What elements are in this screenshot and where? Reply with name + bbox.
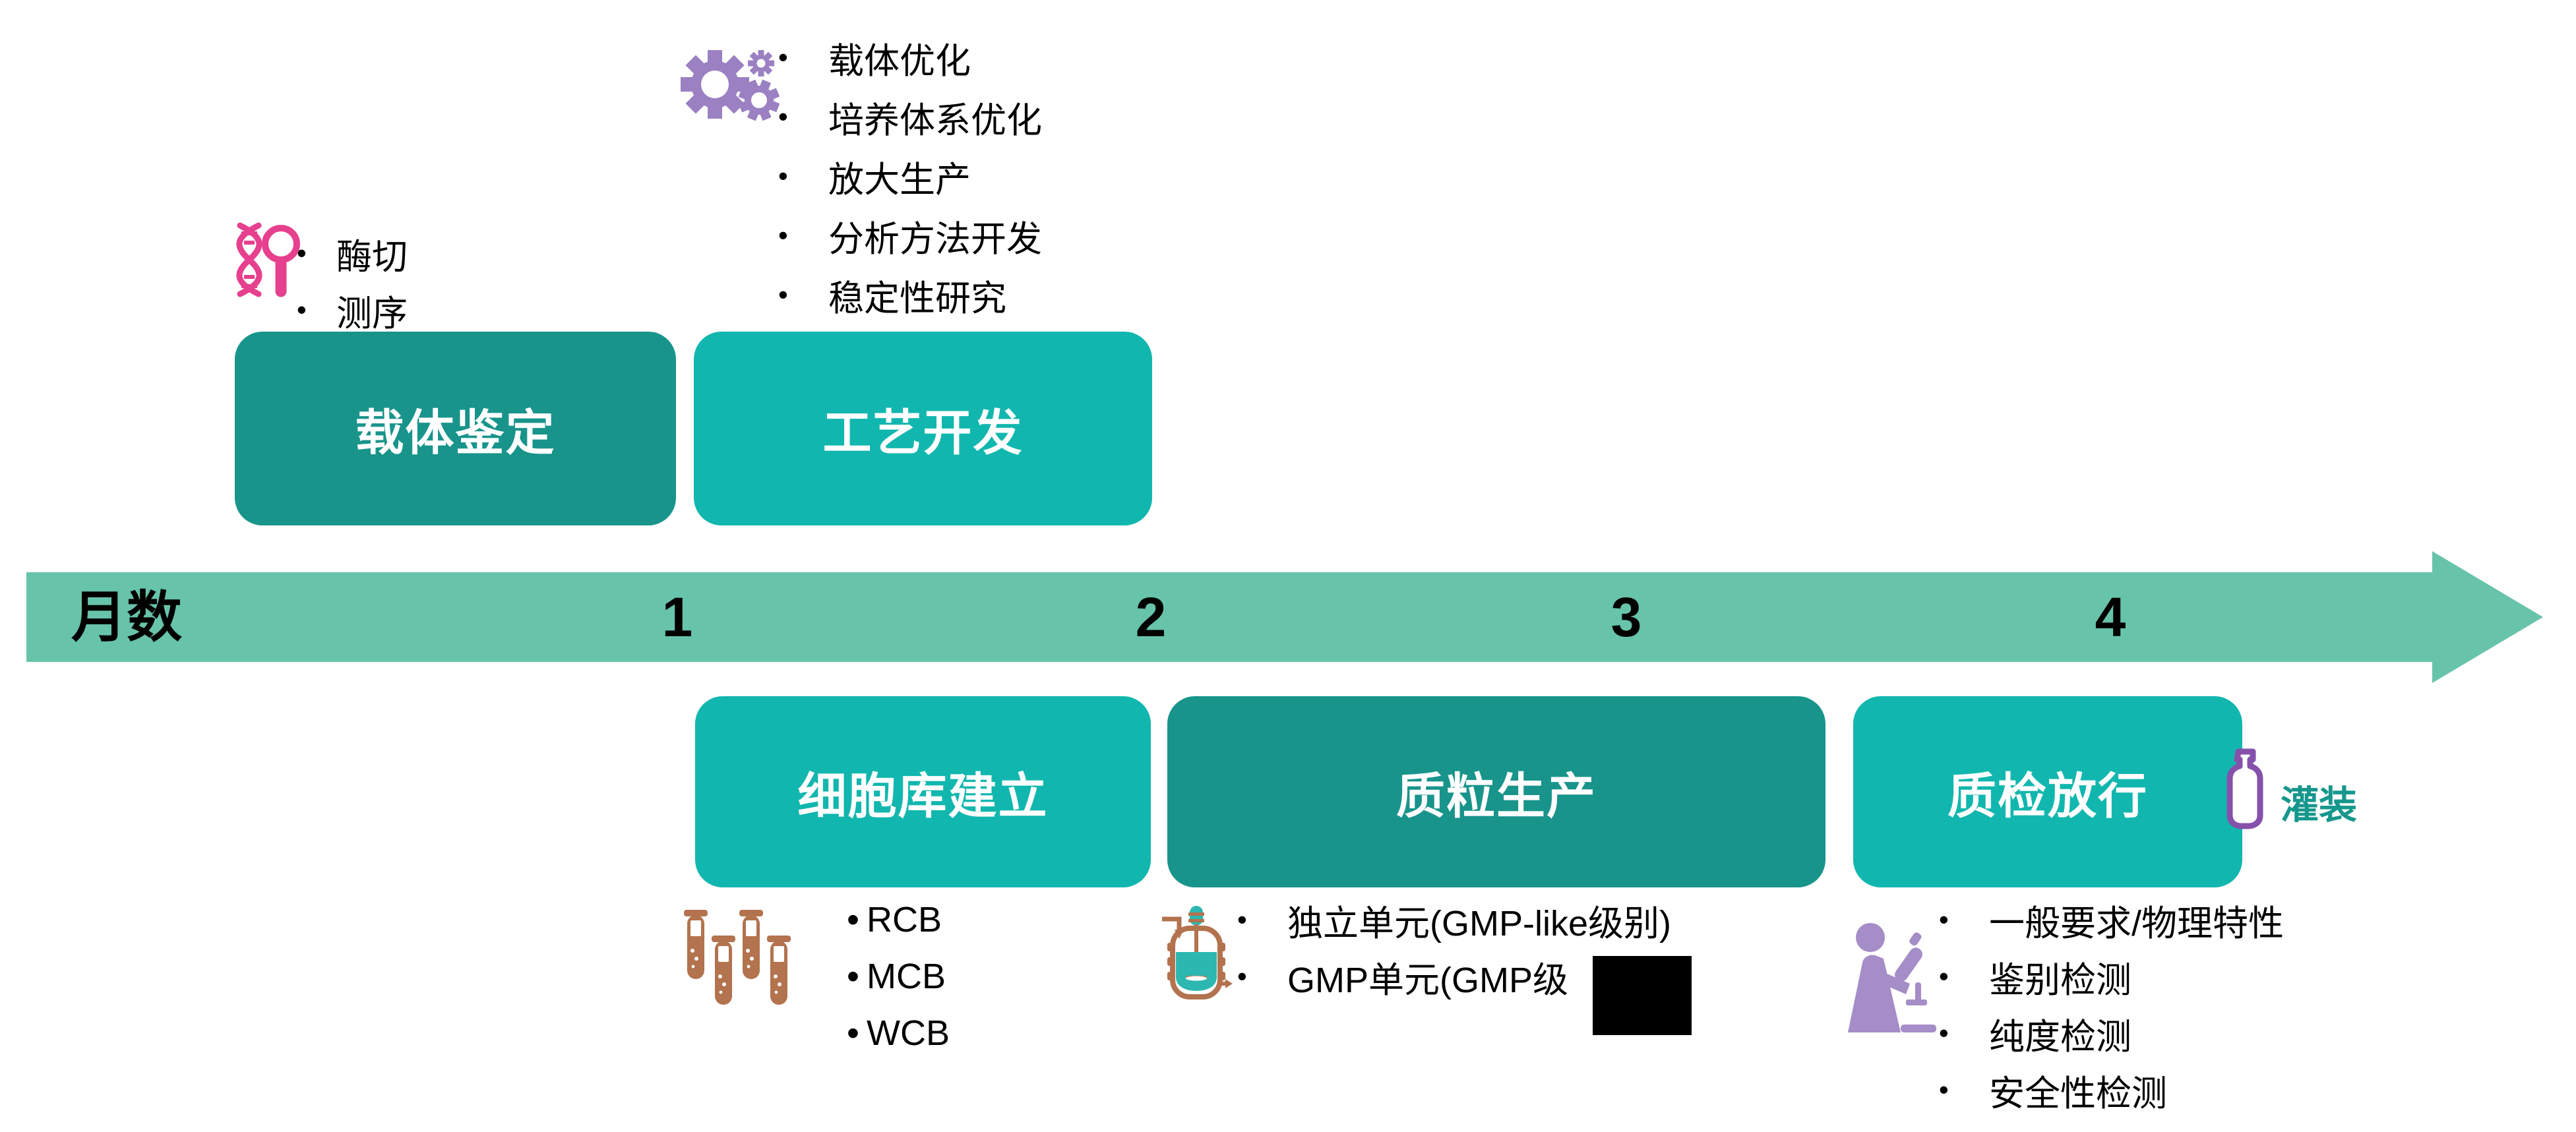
phase-label: 载体鉴定 [355, 405, 556, 460]
list-item: 一般要求/物理特性 [1939, 891, 2284, 948]
timeline-tick-3: 3 [1610, 586, 1642, 648]
microscope-person-icon [1845, 920, 1939, 1038]
plasmid-production-list: 独立单元(GMP-like级别) GMP单元(GMP级 [1237, 891, 1671, 1005]
timeline-tick-4: 4 [2095, 586, 2126, 648]
timeline-tick-2: 2 [1135, 586, 1167, 648]
phase-box-process-development: 工艺开发 [694, 332, 1152, 525]
list-item: RCB [847, 891, 950, 948]
list-item: 安全性检测 [1939, 1061, 2284, 1118]
test-tubes-icon [682, 906, 795, 1015]
bioreactor-icon [1159, 905, 1233, 1008]
list-item: 鉴别检测 [1939, 948, 2284, 1005]
phase-box-qc-release: 质检放行 [1853, 696, 2242, 887]
timeline-tick-1: 1 [661, 586, 693, 648]
vector-identification-list: 酶切 测序 [297, 225, 408, 338]
list-item: 放大生产 [778, 146, 1042, 206]
list-item: MCB [847, 948, 950, 1005]
list-item: 独立单元(GMP-like级别) [1237, 891, 1671, 948]
process-development-list: 载体优化 培养体系优化 放大生产 分析方法开发 稳定性研究 [778, 28, 1042, 324]
phase-label: 细胞库建立 [797, 768, 1049, 823]
list-item: 酶切 [297, 225, 408, 282]
phase-label: 工艺开发 [822, 405, 1024, 460]
list-item: 培养体系优化 [778, 87, 1042, 146]
list-item: 载体优化 [778, 28, 1042, 87]
phase-box-vector-identification: 载体鉴定 [235, 332, 676, 525]
redaction-box [1593, 956, 1692, 1035]
phase-label: 质检放行 [1947, 768, 2148, 823]
list-item: 稳定性研究 [778, 265, 1042, 324]
list-item: 分析方法开发 [778, 206, 1042, 265]
gears-icon [681, 44, 781, 125]
qc-release-list: 一般要求/物理特性 鉴别检测 纯度检测 安全性检测 [1939, 891, 2284, 1118]
phase-label: 质粒生产 [1396, 768, 1597, 823]
timeline-axis-label: 月数 [71, 586, 183, 648]
cell-banking-list: RCB MCB WCB [847, 891, 950, 1061]
list-item: WCB [847, 1005, 950, 1061]
filling-label: 灌装 [2281, 784, 2358, 827]
list-item: GMP单元(GMP级 [1237, 948, 1671, 1005]
dna-magnifier-icon [232, 222, 301, 301]
list-item: 纯度检测 [1939, 1005, 2284, 1061]
timeline-arrowhead [2432, 551, 2543, 683]
phase-box-cell-banking: 细胞库建立 [695, 696, 1151, 887]
list-item: 测序 [297, 282, 408, 338]
vial-icon [2226, 748, 2265, 838]
phase-box-plasmid-production: 质粒生产 [1167, 696, 1825, 887]
timeline-arrow-band [26, 572, 2432, 662]
